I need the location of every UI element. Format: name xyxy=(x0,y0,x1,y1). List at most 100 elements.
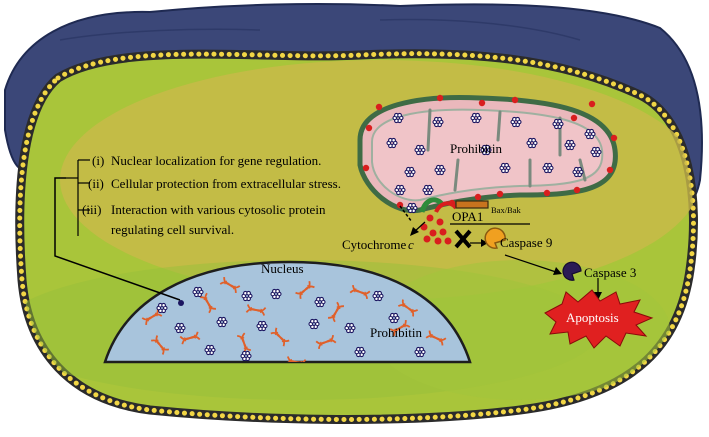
prohibitin-glyph-icon xyxy=(388,312,400,324)
function-item-3-text: Interaction with various cytosolic prote… xyxy=(111,202,326,217)
function-item-2-text: Cellular protection from extracellular s… xyxy=(111,176,341,191)
cytochrome-c-dot xyxy=(423,235,431,243)
membrane-protein-dot xyxy=(396,201,404,209)
prohibitin-glyph-icon xyxy=(404,166,416,178)
prohibitin-glyph-icon xyxy=(174,322,186,334)
dna-strand-icon xyxy=(315,334,337,350)
cytochrome-c-dots xyxy=(420,214,452,245)
dna-strand-icon xyxy=(295,280,315,300)
prohibitin-glyph-icon xyxy=(204,344,216,356)
release-arrow-head xyxy=(410,227,419,236)
membrane-protein-dot xyxy=(573,186,581,194)
function-item-3-num: (iii) xyxy=(82,202,102,217)
arrow-to-caspase9-head xyxy=(481,239,488,247)
prohibitin-glyph-icon xyxy=(584,128,596,140)
arrow-to-caspase3 xyxy=(504,254,557,273)
prohibitin-glyph-icon xyxy=(192,286,204,298)
membrane-protein-dot xyxy=(436,94,444,102)
mitochondrion xyxy=(357,94,618,214)
nucleus-prohibitin-label: Prohibitin xyxy=(370,325,423,340)
dna-strand-icon xyxy=(199,292,217,314)
bax-bak-label: Bax/Bak xyxy=(491,205,521,215)
arrow-to-apoptosis-head xyxy=(594,292,602,300)
prohibitin-glyph-icon xyxy=(156,302,168,314)
dna-strand-icon xyxy=(389,319,411,337)
membrane-protein-dot xyxy=(606,166,614,174)
apoptosis-burst-icon xyxy=(544,289,654,349)
prohibitin-glyph-icon xyxy=(480,144,492,156)
membrane-protein-dot xyxy=(570,114,578,122)
prohibitin-glyph-icon xyxy=(314,296,326,308)
dna-strand-icon xyxy=(179,331,201,345)
prohibitin-glyph-icon xyxy=(308,318,320,330)
membrane-protein-dot xyxy=(478,99,486,107)
function-list-bracket xyxy=(66,159,90,236)
membrane-protein-dot xyxy=(474,193,482,201)
cytochrome-c-dot xyxy=(436,218,444,226)
opa1-label: OPA1 xyxy=(452,209,483,224)
dna-strand-icon xyxy=(245,304,267,316)
prohibitin-glyph-icon xyxy=(270,288,282,300)
function-item-1-num: (i) xyxy=(92,153,104,168)
caspase3-icon xyxy=(562,261,582,281)
prohibitin-glyph-icon xyxy=(590,146,602,158)
prohibitin-glyph-icon xyxy=(256,320,268,332)
cytochrome-c-label: c xyxy=(408,237,414,252)
nucleus-connector-end xyxy=(178,300,184,306)
dna-strand-icon xyxy=(285,356,307,362)
dna-strand-icon xyxy=(397,299,419,317)
prohibitin-glyph-icon xyxy=(392,112,404,124)
arrow-to-caspase3-head xyxy=(553,267,562,275)
dna-strand-icon xyxy=(349,284,371,300)
membrane-protein-dot xyxy=(365,124,373,132)
function-item-3-continuation: regulating cell survival. xyxy=(111,222,234,237)
cytochrome-c-dot xyxy=(434,237,442,245)
prohibitin-glyph-icon xyxy=(542,162,554,174)
dna-strand-icon xyxy=(270,327,290,347)
opa1-dashed-line xyxy=(399,205,413,223)
prohibitin-glyph-icon xyxy=(434,164,446,176)
prohibitin-glyph-icon xyxy=(414,346,426,358)
function-item-2-num: (ii) xyxy=(88,176,104,191)
mitochondrion-cristae xyxy=(426,108,587,192)
mitochondrion-prohibitin-group xyxy=(386,112,602,214)
cytochrome-label: Cytochrome xyxy=(342,237,406,252)
prohibitin-glyph-icon xyxy=(344,322,356,334)
dna-strand-icon xyxy=(141,308,163,326)
caspase9-label: Caspase 9 xyxy=(500,235,552,250)
prohibitin-glyph-icon xyxy=(564,139,576,151)
prohibitin-glyph-icon xyxy=(406,202,418,214)
inhibition-x-icon xyxy=(454,229,472,249)
opa1-red-arc xyxy=(434,201,458,213)
dna-strand-icon xyxy=(327,301,345,323)
dna-strand-icon xyxy=(219,276,241,294)
function-item-1-text: Nuclear localization for gene regulation… xyxy=(111,153,321,168)
apoptosis-label: Apoptosis xyxy=(566,310,619,325)
cytochrome-c-dot xyxy=(439,228,447,236)
membrane-protein-dot xyxy=(543,189,551,197)
prohibitin-glyph-icon xyxy=(372,290,384,302)
dna-strand-icon xyxy=(425,330,447,346)
prohibitin-glyph-icon xyxy=(394,184,406,196)
membrane-protein-dot xyxy=(588,100,596,108)
nucleus-contents xyxy=(141,276,447,362)
membrane-protein-dot xyxy=(511,96,519,104)
mitochondrion-membrane-dots xyxy=(362,94,618,209)
prohibitin-glyph-icon xyxy=(552,118,564,130)
prohibitin-glyph-icon xyxy=(422,184,434,196)
membrane-protein-dot xyxy=(362,164,370,172)
nucleus-label: Nucleus xyxy=(261,261,304,276)
prohibitin-glyph-icon xyxy=(510,116,522,128)
opa1-green-arc xyxy=(419,197,444,213)
prohibitin-glyph-icon xyxy=(572,166,584,178)
prohibitin-glyph-icon xyxy=(354,346,366,358)
prohibitin-glyph-icon xyxy=(216,316,228,328)
prohibitin-glyph-icon xyxy=(432,116,444,128)
prohibitin-glyph-icon xyxy=(526,137,538,149)
caspase3-label: Caspase 3 xyxy=(584,265,636,280)
prohibitin-glyph-icon xyxy=(241,290,253,302)
membrane-protein-dot xyxy=(496,190,504,198)
nucleus-connector-line xyxy=(54,177,181,301)
